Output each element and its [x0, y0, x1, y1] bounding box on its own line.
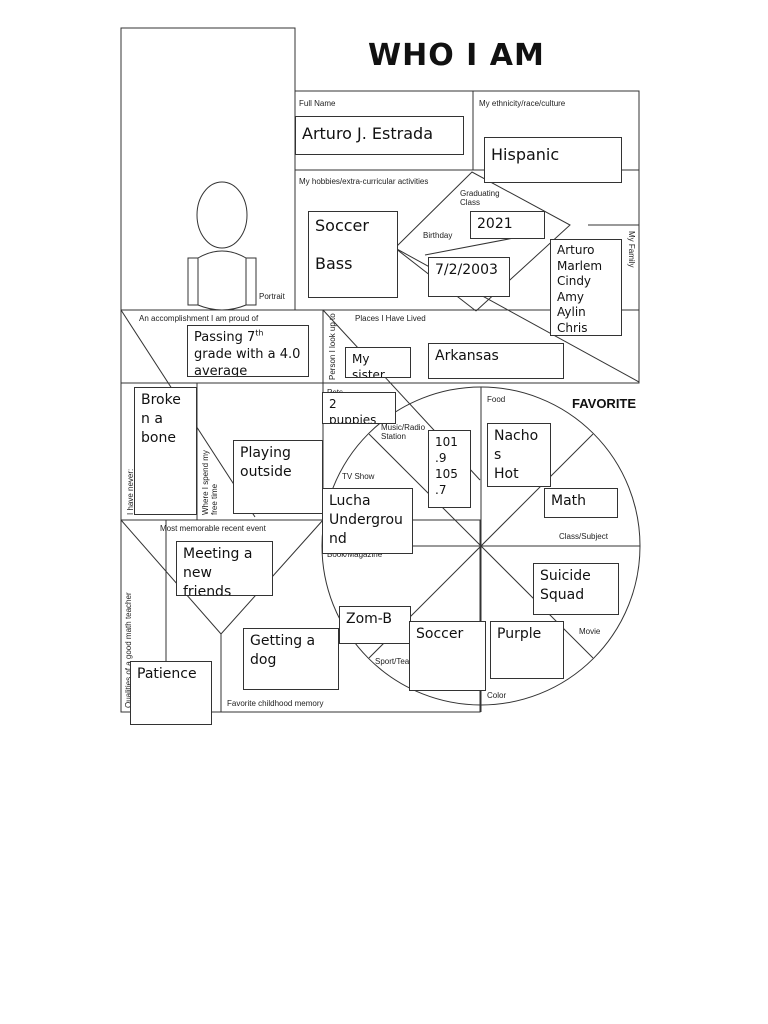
book-magazine-field[interactable]: Zom-B: [339, 606, 411, 644]
free-time-field[interactable]: Playing outside: [233, 440, 323, 514]
accomplishment-label: An accomplishment I am proud of: [139, 314, 259, 323]
family-field[interactable]: Arturo Marlem Cindy Amy Aylin Chris: [550, 239, 622, 336]
favorite-heading: FAVORITE: [572, 396, 637, 411]
music-field[interactable]: 101 .9 105 .7: [428, 430, 471, 508]
places-lived-label: Places I Have Lived: [355, 314, 426, 323]
ethnicity-label: My ethnicity/race/culture: [479, 99, 566, 108]
pets-field[interactable]: 2 puppies: [322, 392, 396, 424]
tv-show-label: TV Show: [342, 472, 375, 481]
music-label: Music/Radio Station: [381, 423, 426, 441]
hobbies-label: My hobbies/extra-curricular activities: [299, 177, 429, 186]
movie-field[interactable]: Suicide Squad: [533, 563, 619, 615]
childhood-memory-label: Favorite childhood memory: [227, 699, 324, 708]
graduating-class-field[interactable]: 2021: [470, 211, 545, 239]
sport-team-label: Sport/Team: [375, 657, 416, 666]
hobbies-field[interactable]: Soccer Bass: [308, 211, 398, 298]
person-look-up-label: Person I look up to: [328, 313, 337, 380]
class-subject-field[interactable]: Math: [544, 488, 618, 518]
childhood-memory-field[interactable]: Getting a dog: [243, 628, 339, 690]
free-time-label: Where I spend my free time: [201, 450, 219, 515]
color-label: Color: [487, 691, 507, 700]
page-title: WHO I AM: [368, 38, 545, 73]
i-have-never-field[interactable]: Broke n a bone: [134, 387, 197, 515]
full-name-label: Full Name: [299, 99, 336, 108]
portrait-label: Portrait: [259, 292, 285, 301]
accomplishment-field[interactable]: Passing 7th grade with a 4.0 average: [187, 325, 309, 377]
class-subject-label: Class/Subject: [559, 532, 608, 541]
accomplishment-text-2: grade with a 4.0 average: [194, 347, 301, 377]
birthday-field[interactable]: 7/2/2003: [428, 257, 510, 297]
my-family-label: My Family: [627, 231, 636, 268]
tv-show-field[interactable]: Lucha Undergrou nd: [322, 488, 413, 554]
food-field[interactable]: Nacho s Hot: [487, 423, 551, 487]
memorable-event-label: Most memorable recent event: [160, 524, 266, 533]
portrait-frame: [120, 27, 296, 311]
person-look-up-field[interactable]: My sister: [345, 347, 411, 378]
accomplishment-superscript: th: [255, 328, 264, 338]
portrait-head-shape: [196, 181, 248, 249]
memorable-event-field[interactable]: Meeting a new friends: [176, 541, 273, 596]
sport-team-field[interactable]: Soccer: [409, 621, 486, 691]
book-magazine-label: Book/Magazine: [327, 550, 383, 559]
color-field[interactable]: Purple: [490, 621, 564, 679]
places-lived-field[interactable]: Arkansas: [428, 343, 564, 379]
graduating-class-label: Graduating Class: [460, 189, 500, 207]
full-name-field[interactable]: Arturo J. Estrada: [295, 116, 464, 155]
birthday-label: Birthday: [423, 231, 453, 240]
food-label: Food: [487, 395, 506, 404]
accomplishment-text-1: Passing 7: [194, 330, 256, 345]
math-teacher-field[interactable]: Patience: [130, 661, 212, 725]
movie-label: Movie: [579, 627, 601, 636]
ethnicity-field[interactable]: Hispanic: [484, 137, 622, 183]
